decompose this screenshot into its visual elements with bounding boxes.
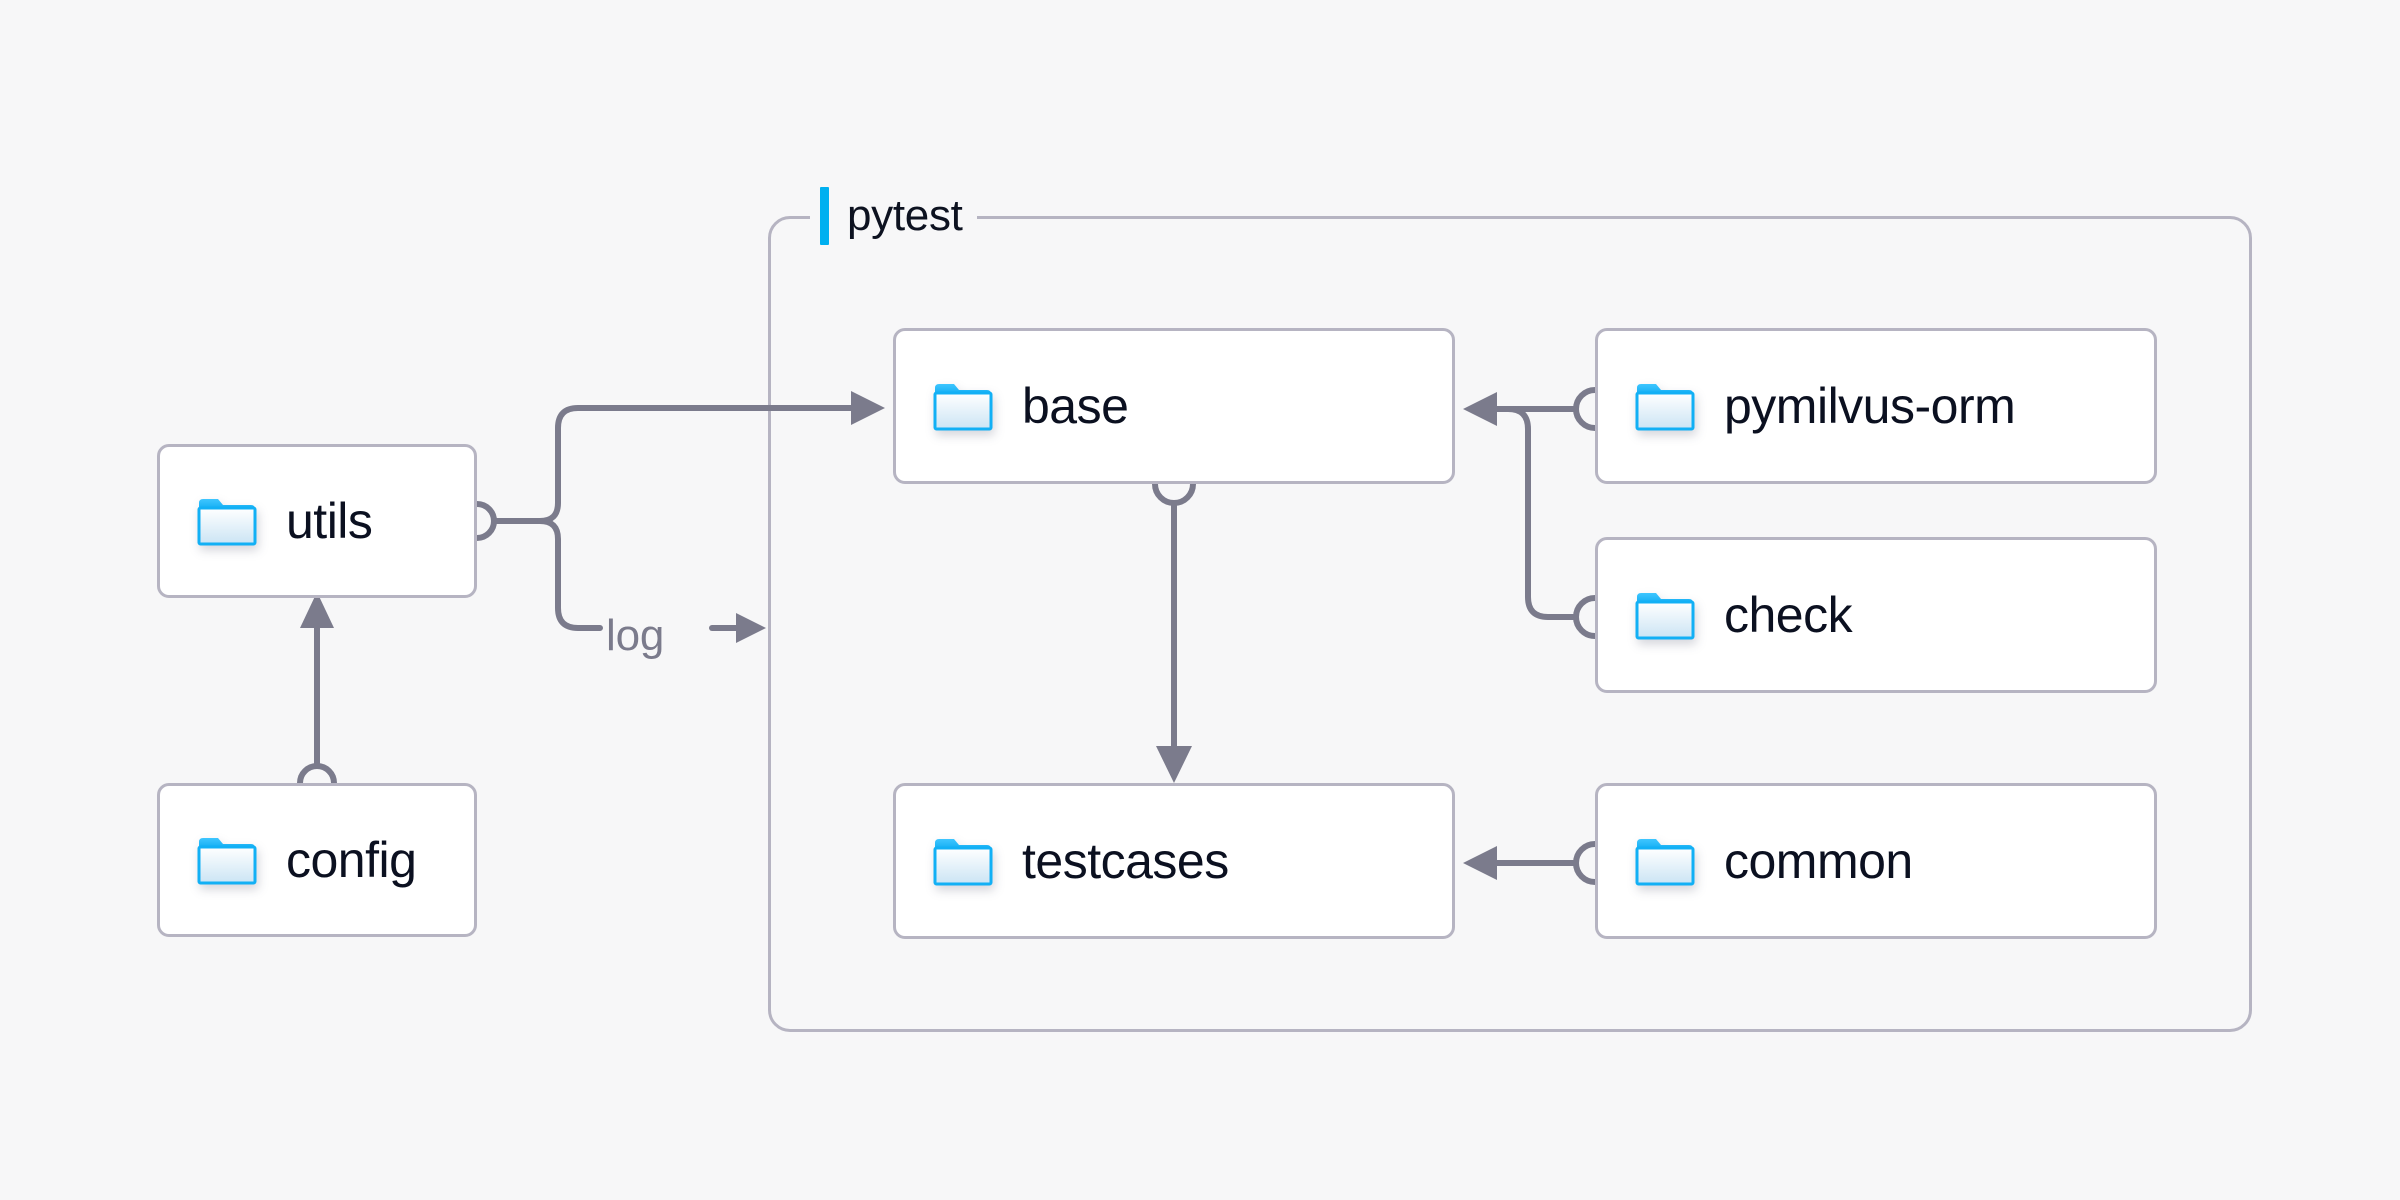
node-card-config[interactable]: config: [157, 783, 477, 937]
node-card-common[interactable]: common: [1595, 783, 2157, 939]
folder-icon: [1635, 839, 1695, 886]
folder-icon: [933, 384, 993, 431]
node-label-testcases: testcases: [1022, 833, 1229, 889]
node-label-base: base: [1022, 378, 1129, 434]
node-card-utils[interactable]: utils: [157, 444, 477, 598]
node-label-utils: utils: [286, 493, 373, 549]
accent-bar-icon: [820, 187, 829, 245]
folder-icon: [197, 499, 257, 546]
node-label-config: config: [286, 832, 417, 888]
folder-icon: [933, 839, 993, 886]
edge-config-to-utils: [297, 592, 337, 803]
edge-log-arrow: [709, 613, 766, 643]
node-label-check: check: [1724, 587, 1853, 643]
node-card-check[interactable]: check: [1595, 537, 2157, 693]
node-label-pymilvus-orm: pymilvus-orm: [1724, 378, 2016, 434]
group-container-pytest[interactable]: [768, 216, 2252, 1032]
node-card-testcases[interactable]: testcases: [893, 783, 1455, 939]
folder-icon: [197, 838, 257, 885]
node-label-common: common: [1724, 833, 1913, 889]
group-label-pytest: pytest: [810, 187, 977, 245]
folder-icon: [1635, 384, 1695, 431]
group-title-text: pytest: [847, 191, 963, 240]
edge-label-log: log: [606, 611, 665, 660]
node-card-base[interactable]: base: [893, 328, 1455, 484]
folder-icon: [1635, 593, 1695, 640]
node-card-pymilvus-orm[interactable]: pymilvus-orm: [1595, 328, 2157, 484]
